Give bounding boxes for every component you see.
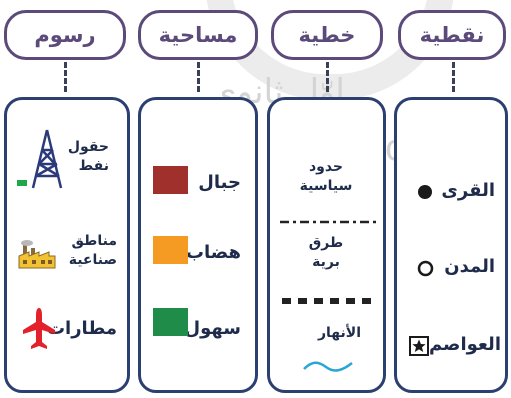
label-cities: المدن (444, 256, 495, 277)
filled-circle-icon (417, 184, 433, 204)
label-oil-fields: حقول نفط (67, 139, 109, 174)
political-border-line-icon (280, 210, 376, 229)
panel-point: القرى المدن العواصم (394, 97, 508, 393)
oil-derrick-icon (17, 128, 63, 194)
heading-line: خطية (271, 10, 383, 60)
panel-symbols: حقول نفط مناطق صناعية (4, 97, 130, 393)
airplane-icon (21, 306, 57, 356)
swatch-mountains (153, 166, 188, 194)
connector-symbols (64, 62, 67, 92)
label-capitals: العواصم (428, 334, 501, 355)
label-land-roads: طرق برية (308, 235, 344, 270)
swatch-plateaus (153, 236, 188, 264)
label-industrial-zones: مناطق صناعية (68, 233, 117, 268)
panel-line: حدود سياسية طرق برية الأنهار (267, 97, 386, 393)
factory-icon (17, 240, 57, 274)
label-plateaus: هضاب (185, 242, 241, 263)
heading-point: نقطية (398, 10, 506, 60)
swatch-plains (153, 308, 188, 336)
label-rivers: الأنهار (317, 325, 361, 341)
connector-line (326, 62, 329, 92)
label-plains: سهول (184, 318, 242, 339)
label-airports: مطارات (46, 318, 117, 339)
heading-symbols: رسوم (4, 10, 126, 60)
heading-area: مساحية (138, 10, 258, 60)
road-line-icon (282, 290, 374, 309)
connector-area (197, 62, 200, 92)
hollow-circle-icon (417, 260, 434, 281)
connector-point (452, 62, 455, 92)
panel-area: جبال هضاب سهول (138, 97, 258, 393)
label-political-borders: حدود سياسية (299, 159, 353, 194)
river-line-icon (302, 358, 354, 377)
label-villages: القرى (441, 180, 495, 201)
label-mountains: جبال (198, 172, 241, 193)
star-in-square-icon (409, 336, 429, 360)
